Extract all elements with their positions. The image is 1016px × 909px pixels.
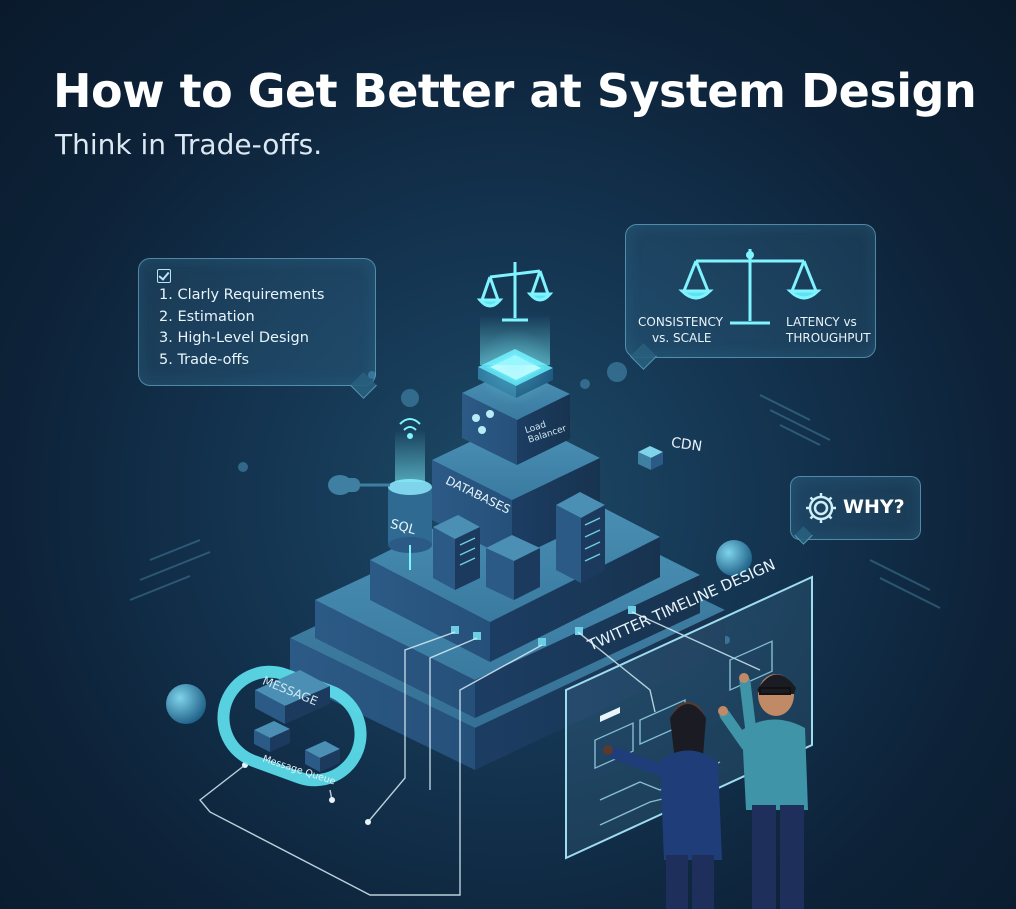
tradeoff-left-line1: CONSISTENCY (638, 315, 723, 329)
server-rack-icon (433, 515, 480, 590)
steps-panel: 1. Clarly Requirements 2. Estimation 3. … (138, 258, 377, 399)
wifi-icon (399, 418, 421, 439)
page-title: How to Get Better at System Design (53, 64, 977, 118)
step-item: 5. Trade-offs (159, 351, 250, 368)
message-queue (217, 665, 367, 787)
why-label: WHY? (843, 496, 905, 518)
person-left (603, 702, 722, 909)
tradeoff-left-line2: vs. SCALE (652, 331, 712, 345)
person-right (718, 673, 808, 909)
cdn-cube-icon (638, 446, 663, 470)
steps-list: 1. Clarly Requirements 2. Estimation 3. … (159, 285, 324, 371)
server-rack-icon (556, 492, 605, 583)
cube-icon (486, 535, 540, 600)
tradeoffs-panel: CONSISTENCY vs. SCALE LATENCY vs THROUGH… (625, 224, 876, 370)
sphere-right (716, 540, 752, 576)
step-item: 1. Clarly Requirements (159, 287, 325, 303)
check-icon (157, 269, 171, 283)
scale-icon (678, 249, 822, 325)
why-bubble: WHY? (790, 476, 921, 545)
ports (451, 606, 636, 646)
tradeoff-right-line1: LATENCY vs (786, 315, 857, 329)
step-item: 3. High-Level Design (159, 330, 309, 346)
step-item: 2. Estimation (159, 308, 255, 325)
circuit-lines (198, 611, 761, 896)
sphere-left (166, 684, 206, 724)
page-subtitle: Think in Trade-offs. (55, 128, 323, 161)
background-decor (129, 394, 941, 609)
scale-icon (476, 262, 554, 322)
database-cylinder-icon (388, 430, 432, 570)
pipe-left (328, 475, 390, 495)
gear-icon (806, 493, 836, 523)
tradeoff-right-line2: THROUGHPUT (786, 331, 871, 345)
